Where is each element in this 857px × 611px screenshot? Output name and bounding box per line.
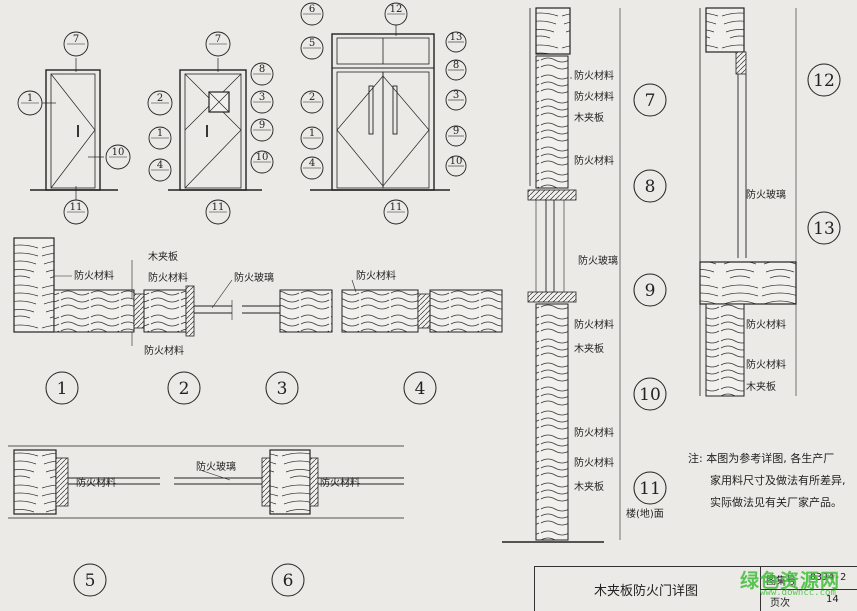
label-fire-material-1: 防火材料	[74, 269, 114, 282]
label-wood-plywood-7: 木夹板	[574, 111, 604, 124]
callout-9-b: 9	[259, 120, 265, 131]
callout-7-b: 7	[215, 34, 221, 45]
elevation-callouts	[17, 2, 467, 225]
section-callout-numbers-1-6: 1 2 3 4 5 6	[57, 379, 426, 591]
elevation-single-door	[30, 58, 118, 200]
callout-9-c: 9	[453, 126, 459, 137]
plan-sections-5-6	[8, 445, 404, 519]
callout-10-c: 10	[450, 156, 463, 167]
callout-8-b: 8	[259, 64, 265, 75]
section-number-9: 9	[645, 281, 656, 301]
section-number-5: 5	[85, 571, 96, 591]
label-fire-material-7b: 防火材料	[574, 90, 614, 103]
page-number: 14	[826, 594, 839, 605]
callout-4-b: 4	[157, 160, 163, 171]
callout-5-c: 5	[309, 38, 315, 49]
label-wood-plywood-2: 木夹板	[148, 250, 178, 263]
callout-4-c: 4	[309, 158, 315, 169]
callout-11-b: 11	[212, 202, 225, 213]
drawing-note: 注: 本图为参考详图, 各生产厂 家用料尺寸及做法有所差异, 实际做法见有关厂家…	[688, 448, 854, 514]
section-number-1: 1	[57, 379, 68, 399]
section-number-13: 13	[813, 219, 835, 239]
watermark-url: www.downcc.com	[760, 588, 836, 598]
label-fire-glass-3: 防火玻璃	[234, 271, 274, 284]
section-number-11: 11	[639, 479, 661, 499]
title-block	[534, 566, 857, 611]
callout-1-b: 1	[157, 128, 163, 139]
callout-2-b: 2	[157, 93, 163, 104]
label-wood-plywood-11: 木夹板	[574, 480, 604, 493]
callout-3-b: 3	[259, 92, 265, 103]
label-floor: 楼(地)面	[626, 507, 664, 520]
drawing-title: 木夹板防火门详图	[594, 584, 699, 599]
callout-11-c: 11	[390, 202, 403, 213]
callout-6-c: 6	[309, 4, 315, 15]
plan-56-labels: 防火材料 防火玻璃 防火材料	[76, 460, 360, 489]
section-number-12: 12	[813, 71, 835, 91]
plan-section-labels: 防火材料 木夹板 防火材料 防火材料 防火玻璃 防火材料	[74, 250, 396, 357]
section-number-6: 6	[283, 571, 294, 591]
label-fire-material-7a: 防火材料	[574, 69, 614, 82]
label-fire-glass-13: 防火玻璃	[746, 188, 786, 201]
note-line-1: 注: 本图为参考详图, 各生产厂	[688, 452, 835, 465]
vertical-section-labels: 防火材料 防火材料 木夹板 防火材料 防火玻璃 防火材料 木夹板 防火材料 防火…	[574, 69, 664, 520]
plan-sections-1-4	[13, 237, 503, 346]
section-callout-numbers-7-13: 7 8 9 10 11 12 13	[639, 71, 835, 499]
section-number-2: 2	[179, 379, 190, 399]
label-fire-glass-5: 防火玻璃	[196, 460, 236, 473]
page-number-label: 页次	[770, 598, 790, 609]
note-line-2: 家用料尺寸及做法有所差异,	[710, 474, 846, 487]
callout-10-a: 10	[112, 147, 125, 158]
watermark-logo: 绿色资源网	[740, 570, 841, 592]
callout-7-a: 7	[73, 34, 79, 45]
callout-1-a: 1	[27, 93, 33, 104]
section-callouts-7-13	[633, 63, 841, 505]
vertical-section-12-13	[699, 7, 797, 397]
section-number-3: 3	[277, 379, 288, 399]
title-block-hdivider	[760, 589, 857, 590]
elevation-callout-numbers: 7 1 10 11 7 2 1 4 8 3 9 10 11 6 5 2 1 4 …	[27, 4, 463, 213]
callout-12-c: 12	[390, 4, 403, 15]
callout-1-c: 1	[309, 128, 315, 139]
title-block-divider	[760, 566, 761, 611]
callout-center-lines	[21, 13, 464, 213]
label-fire-material-2b: 防火材料	[144, 344, 184, 357]
callout-3-c: 3	[453, 90, 459, 101]
vertical-section-12-13-labels: 防火玻璃 防火材料 防火材料 木夹板	[746, 188, 786, 393]
label-fire-material-13a: 防火材料	[746, 318, 786, 331]
label-fire-material-2: 防火材料	[148, 271, 188, 284]
callout-8-c: 8	[453, 60, 459, 71]
callout-13-c: 13	[450, 32, 463, 43]
elevation-double-door	[310, 22, 450, 191]
callout-10-b: 10	[256, 152, 269, 163]
section-number-4: 4	[415, 379, 426, 399]
label-fire-material-8: 防火材料	[574, 154, 614, 167]
label-fire-material-11a: 防火材料	[574, 426, 614, 439]
section-callouts-1-6	[45, 371, 437, 597]
label-fire-material-4: 防火材料	[356, 269, 396, 282]
section-number-10: 10	[639, 385, 661, 405]
note-line-3: 实际做法见有关厂家产品。	[710, 496, 842, 509]
label-fire-material-6: 防火材料	[320, 476, 360, 489]
section-number-7: 7	[645, 91, 656, 111]
atlas-number-label: 图集号	[766, 576, 796, 587]
label-wood-plywood-10: 木夹板	[574, 342, 604, 355]
label-wood-plywood-13: 木夹板	[746, 380, 776, 393]
label-fire-glass-9: 防火玻璃	[578, 254, 618, 267]
vertical-section-7-11	[502, 7, 621, 543]
label-fire-material-10a: 防火材料	[574, 318, 614, 331]
label-fire-material-5: 防火材料	[76, 476, 116, 489]
section-number-8: 8	[645, 177, 656, 197]
callout-11-a: 11	[70, 202, 83, 213]
label-fire-material-11b: 防火材料	[574, 456, 614, 469]
elevation-door-with-vision-panel	[168, 58, 262, 191]
callout-2-c: 2	[309, 92, 315, 103]
atlas-number: 03J4-2	[810, 572, 847, 583]
label-fire-material-13b: 防火材料	[746, 358, 786, 371]
